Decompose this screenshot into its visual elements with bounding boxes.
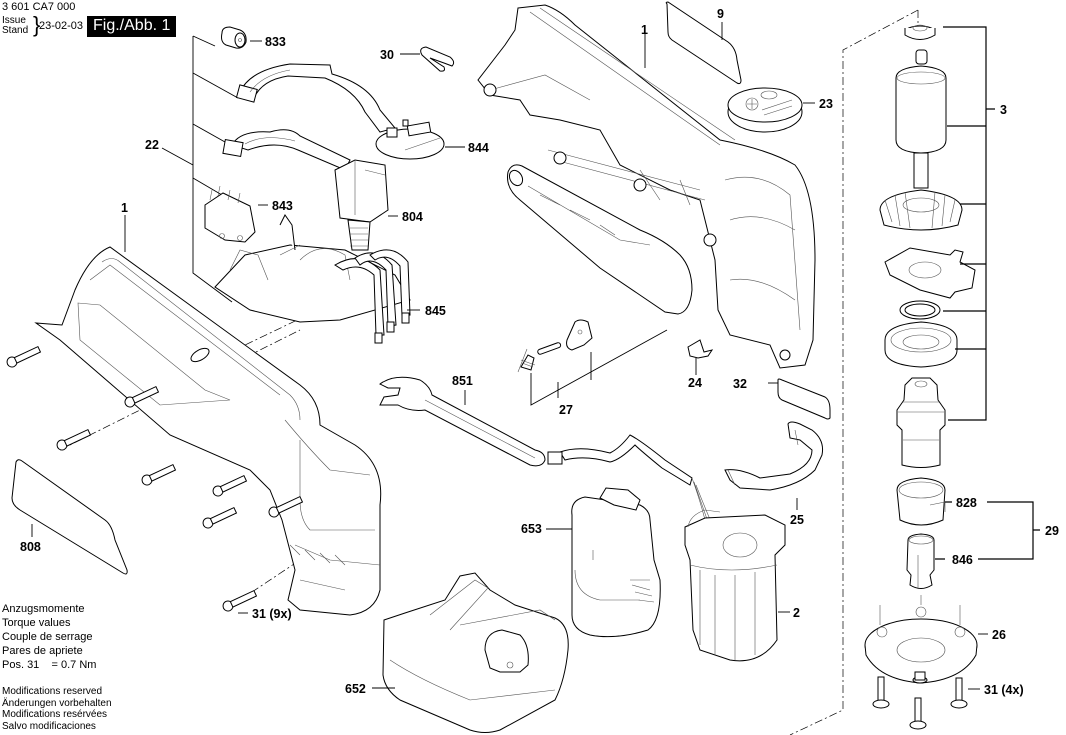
switch-cap-23-part — [727, 87, 803, 133]
brace-glyph: } — [33, 12, 41, 37]
figure-label: Fig./Abb. 1 — [87, 16, 177, 37]
screws-31-right — [872, 671, 968, 730]
modifications-fr: Modifications resérvées — [2, 709, 108, 720]
torque-spec: Pos. 31 = 0.7 Nm — [2, 659, 97, 671]
callout-25: 25 — [790, 513, 804, 527]
modifications-notes: Modifications reserved Änderungen vorbeh… — [2, 686, 112, 732]
bearing-parts — [884, 300, 958, 368]
modifications-es: Salvo modificaciones — [2, 720, 96, 732]
torque-note-es: Pares de apriete — [2, 645, 83, 657]
callout-23: 23 — [819, 97, 833, 111]
callout-31-9x: 31 (9x) — [252, 607, 292, 621]
spindle-part — [896, 377, 946, 468]
housing-left-half-part — [34, 246, 382, 616]
issue-labels: Issue Stand — [2, 16, 28, 36]
clip-24-part — [687, 339, 714, 375]
callout-31-4x: 31 (4x) — [984, 683, 1024, 697]
callout-1-top: 1 — [641, 23, 648, 37]
callout-labels: 833 30 844 22 843 804 845 1 1 9 23 3 851… — [20, 7, 1059, 697]
bracket-22 — [161, 35, 239, 303]
charger-652-part — [382, 572, 569, 733]
cable-harness — [222, 63, 396, 171]
callout-652: 652 — [345, 682, 366, 696]
modifications-de: Änderungen vorbehalten — [2, 697, 112, 709]
armature-3-parts — [879, 24, 963, 231]
motor-cable-part — [547, 434, 713, 525]
callout-851: 851 — [452, 374, 473, 388]
collet-846-part — [906, 533, 935, 589]
callout-9: 9 — [717, 7, 724, 21]
callout-833: 833 — [265, 35, 286, 49]
callout-828: 828 — [956, 496, 977, 510]
label-32-part — [777, 378, 831, 420]
callout-30: 30 — [380, 48, 394, 62]
document-code: 3 601 CA7 000 — [2, 1, 76, 13]
callout-2: 2 — [793, 606, 800, 620]
callout-3: 3 — [1000, 103, 1007, 117]
callout-846: 846 — [952, 553, 973, 567]
callout-653: 653 — [521, 522, 542, 536]
callout-804: 804 — [402, 210, 423, 224]
housing-right-half-part — [477, 4, 816, 369]
torque-note-fr: Couple de serrage — [2, 631, 93, 643]
label-808-part — [11, 459, 128, 575]
brush-holder-843-part — [204, 185, 256, 243]
battery-pack-653-part — [571, 487, 661, 638]
sleeve-828-part — [896, 477, 946, 526]
electronics-module-845-part — [214, 214, 411, 344]
flange-26-part — [864, 595, 978, 684]
spring-clip-30-part — [420, 46, 455, 72]
spacer-plate-part — [884, 247, 976, 299]
callout-845: 845 — [425, 304, 446, 318]
stator-2-part — [684, 509, 786, 662]
torque-notes: Anzugsmomente Torque values Couple de se… — [2, 602, 96, 672]
callout-32: 32 — [733, 377, 747, 391]
callout-1-left: 1 — [121, 201, 128, 215]
wrench-851-part — [379, 376, 546, 467]
screws-31-left — [6, 345, 304, 612]
callout-29: 29 — [1045, 524, 1059, 538]
callout-24: 24 — [688, 376, 702, 390]
handle-part — [507, 164, 693, 315]
magnet-833-part — [221, 26, 247, 49]
torque-note-de: Anzugsmomente — [2, 603, 85, 615]
callout-808: 808 — [20, 540, 41, 554]
modifications-en: Modifications reserved — [2, 686, 103, 697]
callout-843: 843 — [272, 199, 293, 213]
callout-844: 844 — [468, 141, 489, 155]
handle-strap-25-part — [724, 421, 823, 491]
label-9-part — [665, 1, 742, 85]
circuit-board-844-part — [375, 119, 445, 160]
callout-26: 26 — [992, 628, 1006, 642]
switch-804-part — [334, 159, 389, 251]
torque-note-en: Torque values — [2, 617, 71, 629]
callout-22: 22 — [145, 138, 159, 152]
issue-label: Issue — [2, 15, 26, 26]
issue-date: 23-02-03 — [39, 20, 84, 32]
callout-27: 27 — [559, 403, 573, 417]
leader-lines — [31, 22, 1040, 690]
stand-label: Stand — [2, 25, 29, 36]
lock-set-27-parts — [517, 319, 668, 406]
